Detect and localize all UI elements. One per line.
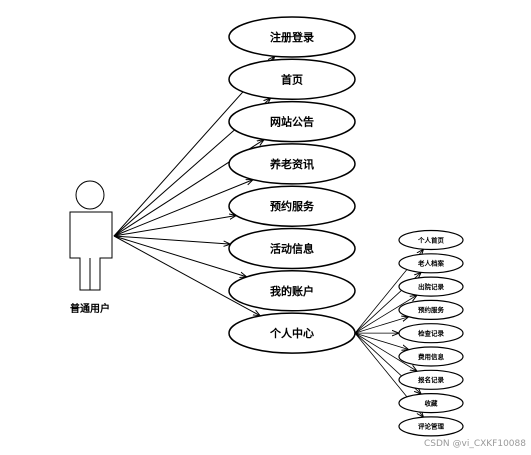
sub-case: 预约服务 — [398, 299, 464, 320]
use-case: 网站公告 — [228, 100, 356, 143]
sub-case-link — [354, 317, 409, 334]
use-case-label: 个人中心 — [269, 326, 314, 340]
use-case-ellipse — [228, 185, 356, 227]
sub-case-label: 检查记录 — [418, 329, 445, 338]
sub-case-link — [354, 332, 409, 350]
sub-case-label: 报名记录 — [418, 375, 445, 384]
use-case-label: 我的账户 — [270, 284, 314, 298]
sub-case-ellipse — [398, 299, 464, 320]
use-case: 活动信息 — [228, 227, 356, 270]
sub-case-link — [354, 295, 417, 334]
actor-link — [113, 235, 260, 316]
sub-case-ellipse — [398, 369, 464, 390]
use-case-ellipse — [228, 16, 356, 58]
use-case-ellipse — [228, 58, 356, 101]
sub-case-ellipse — [398, 346, 464, 367]
sub-case: 报名记录 — [398, 369, 464, 390]
use-case-label: 网站公告 — [270, 115, 314, 129]
sub-case-ellipse — [398, 416, 464, 437]
sub-case-ellipse — [398, 323, 464, 344]
watermark: CSDN @vi_CXKF10088 — [424, 439, 526, 449]
sub-case: 评论管理 — [398, 416, 464, 437]
use-case: 注册登录 — [228, 16, 356, 58]
use-case: 个人中心 — [228, 312, 356, 354]
use-case: 我的账户 — [228, 270, 356, 312]
sub-case-label: 评论管理 — [418, 422, 445, 431]
sub-case: 出院记录 — [398, 276, 464, 297]
sub-case: 个人首页 — [398, 229, 464, 251]
sub-case-label: 预约服务 — [418, 305, 445, 314]
sub-case-label: 费用信息 — [418, 352, 445, 361]
sub-case-ellipse — [398, 253, 464, 274]
actor-link — [113, 235, 230, 244]
actor-label: 普通用户 — [70, 302, 110, 315]
actor-link — [113, 180, 253, 237]
actor-link — [113, 216, 236, 237]
use-case: 首页 — [228, 58, 356, 101]
sub-case-link — [354, 332, 417, 371]
use-case-ellipse — [228, 100, 356, 143]
actor-body — [69, 211, 113, 291]
sub-case-label: 老人档案 — [417, 259, 445, 268]
use-case-ellipse — [228, 270, 356, 312]
sub-case-label: 出院记录 — [418, 282, 445, 291]
use-case-ellipse — [228, 143, 356, 185]
use-case-ellipse — [228, 227, 356, 270]
sub-case-label: 个人首页 — [417, 235, 445, 244]
sub-case-label: 收藏 — [425, 398, 439, 407]
use-case-label: 注册登录 — [270, 30, 314, 44]
use-case-label: 首页 — [281, 72, 303, 86]
sub-case: 收藏 — [398, 393, 464, 414]
use-case: 预约服务 — [228, 185, 356, 227]
actor-head — [75, 180, 105, 210]
use-case-label: 活动信息 — [270, 242, 314, 256]
sub-case: 检查记录 — [398, 323, 464, 344]
actor-link — [113, 235, 247, 277]
actor: 普通用户 — [69, 180, 113, 315]
use-case-label: 养老资讯 — [269, 157, 314, 171]
sub-case: 老人档案 — [398, 253, 464, 274]
use-case: 养老资讯 — [228, 143, 356, 185]
sub-case: 费用信息 — [398, 346, 464, 367]
sub-case-ellipse — [398, 393, 464, 414]
sub-case-ellipse — [398, 229, 464, 251]
sub-case-ellipse — [398, 276, 464, 297]
use-case-label: 预约服务 — [270, 199, 315, 213]
